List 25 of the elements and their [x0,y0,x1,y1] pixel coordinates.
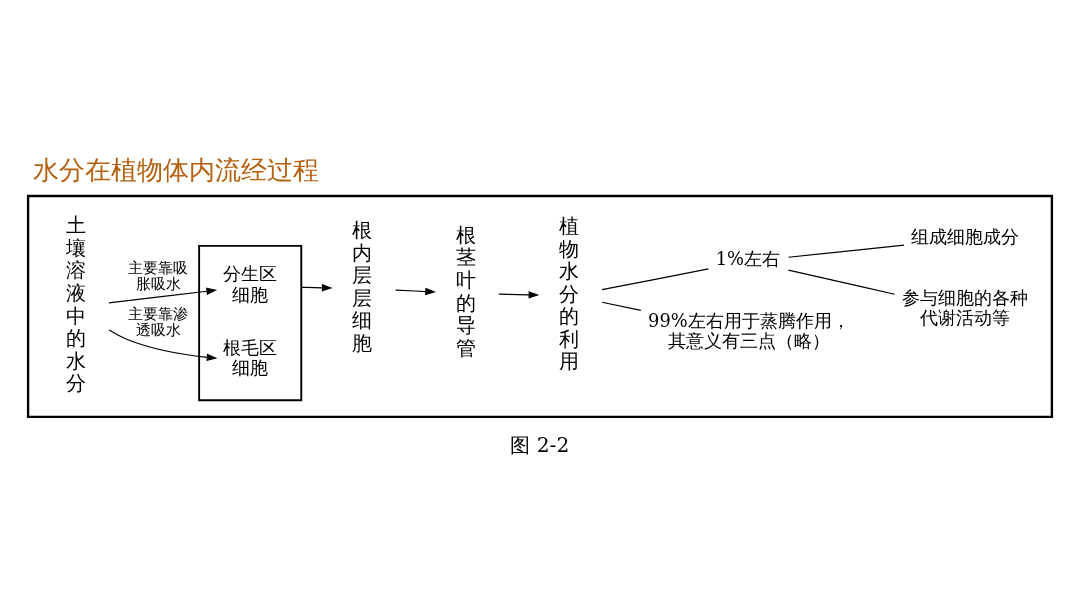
edge-label: 主要靠吸胀吸水 [127,258,188,294]
arrow [108,329,218,361]
caption: 图 2-2 [510,433,570,458]
node-text: 根内层层细胞 [352,218,373,355]
node-text: 参与细胞的各种代谢活动等 [902,287,1029,329]
node-text: 根毛区细胞 [222,336,277,379]
diagram-title: 水分在植物体内流经过程 [32,154,319,185]
arrow [300,284,333,292]
node-text: 99%左右用于蒸腾作用，其意义有三点（略） [648,309,850,351]
arrow [498,291,540,299]
connector [601,268,710,291]
node-text: 分生区细胞 [222,263,277,305]
cluster [198,244,303,402]
node-text: 土壤溶液中的水分 [66,213,87,396]
cluster [26,194,1054,419]
node-text: 植物水分的利用 [559,213,579,374]
edge-label: 主要靠渗透吸水 [127,304,188,340]
connector [601,301,642,311]
arrow [108,287,218,304]
node-text: 1%左右 [715,248,781,270]
connector [787,244,905,258]
connector [787,269,896,295]
arrow [395,287,436,296]
node-text: 根茎叶的导管 [455,222,476,360]
node-text: 组成细胞成分 [911,225,1020,247]
